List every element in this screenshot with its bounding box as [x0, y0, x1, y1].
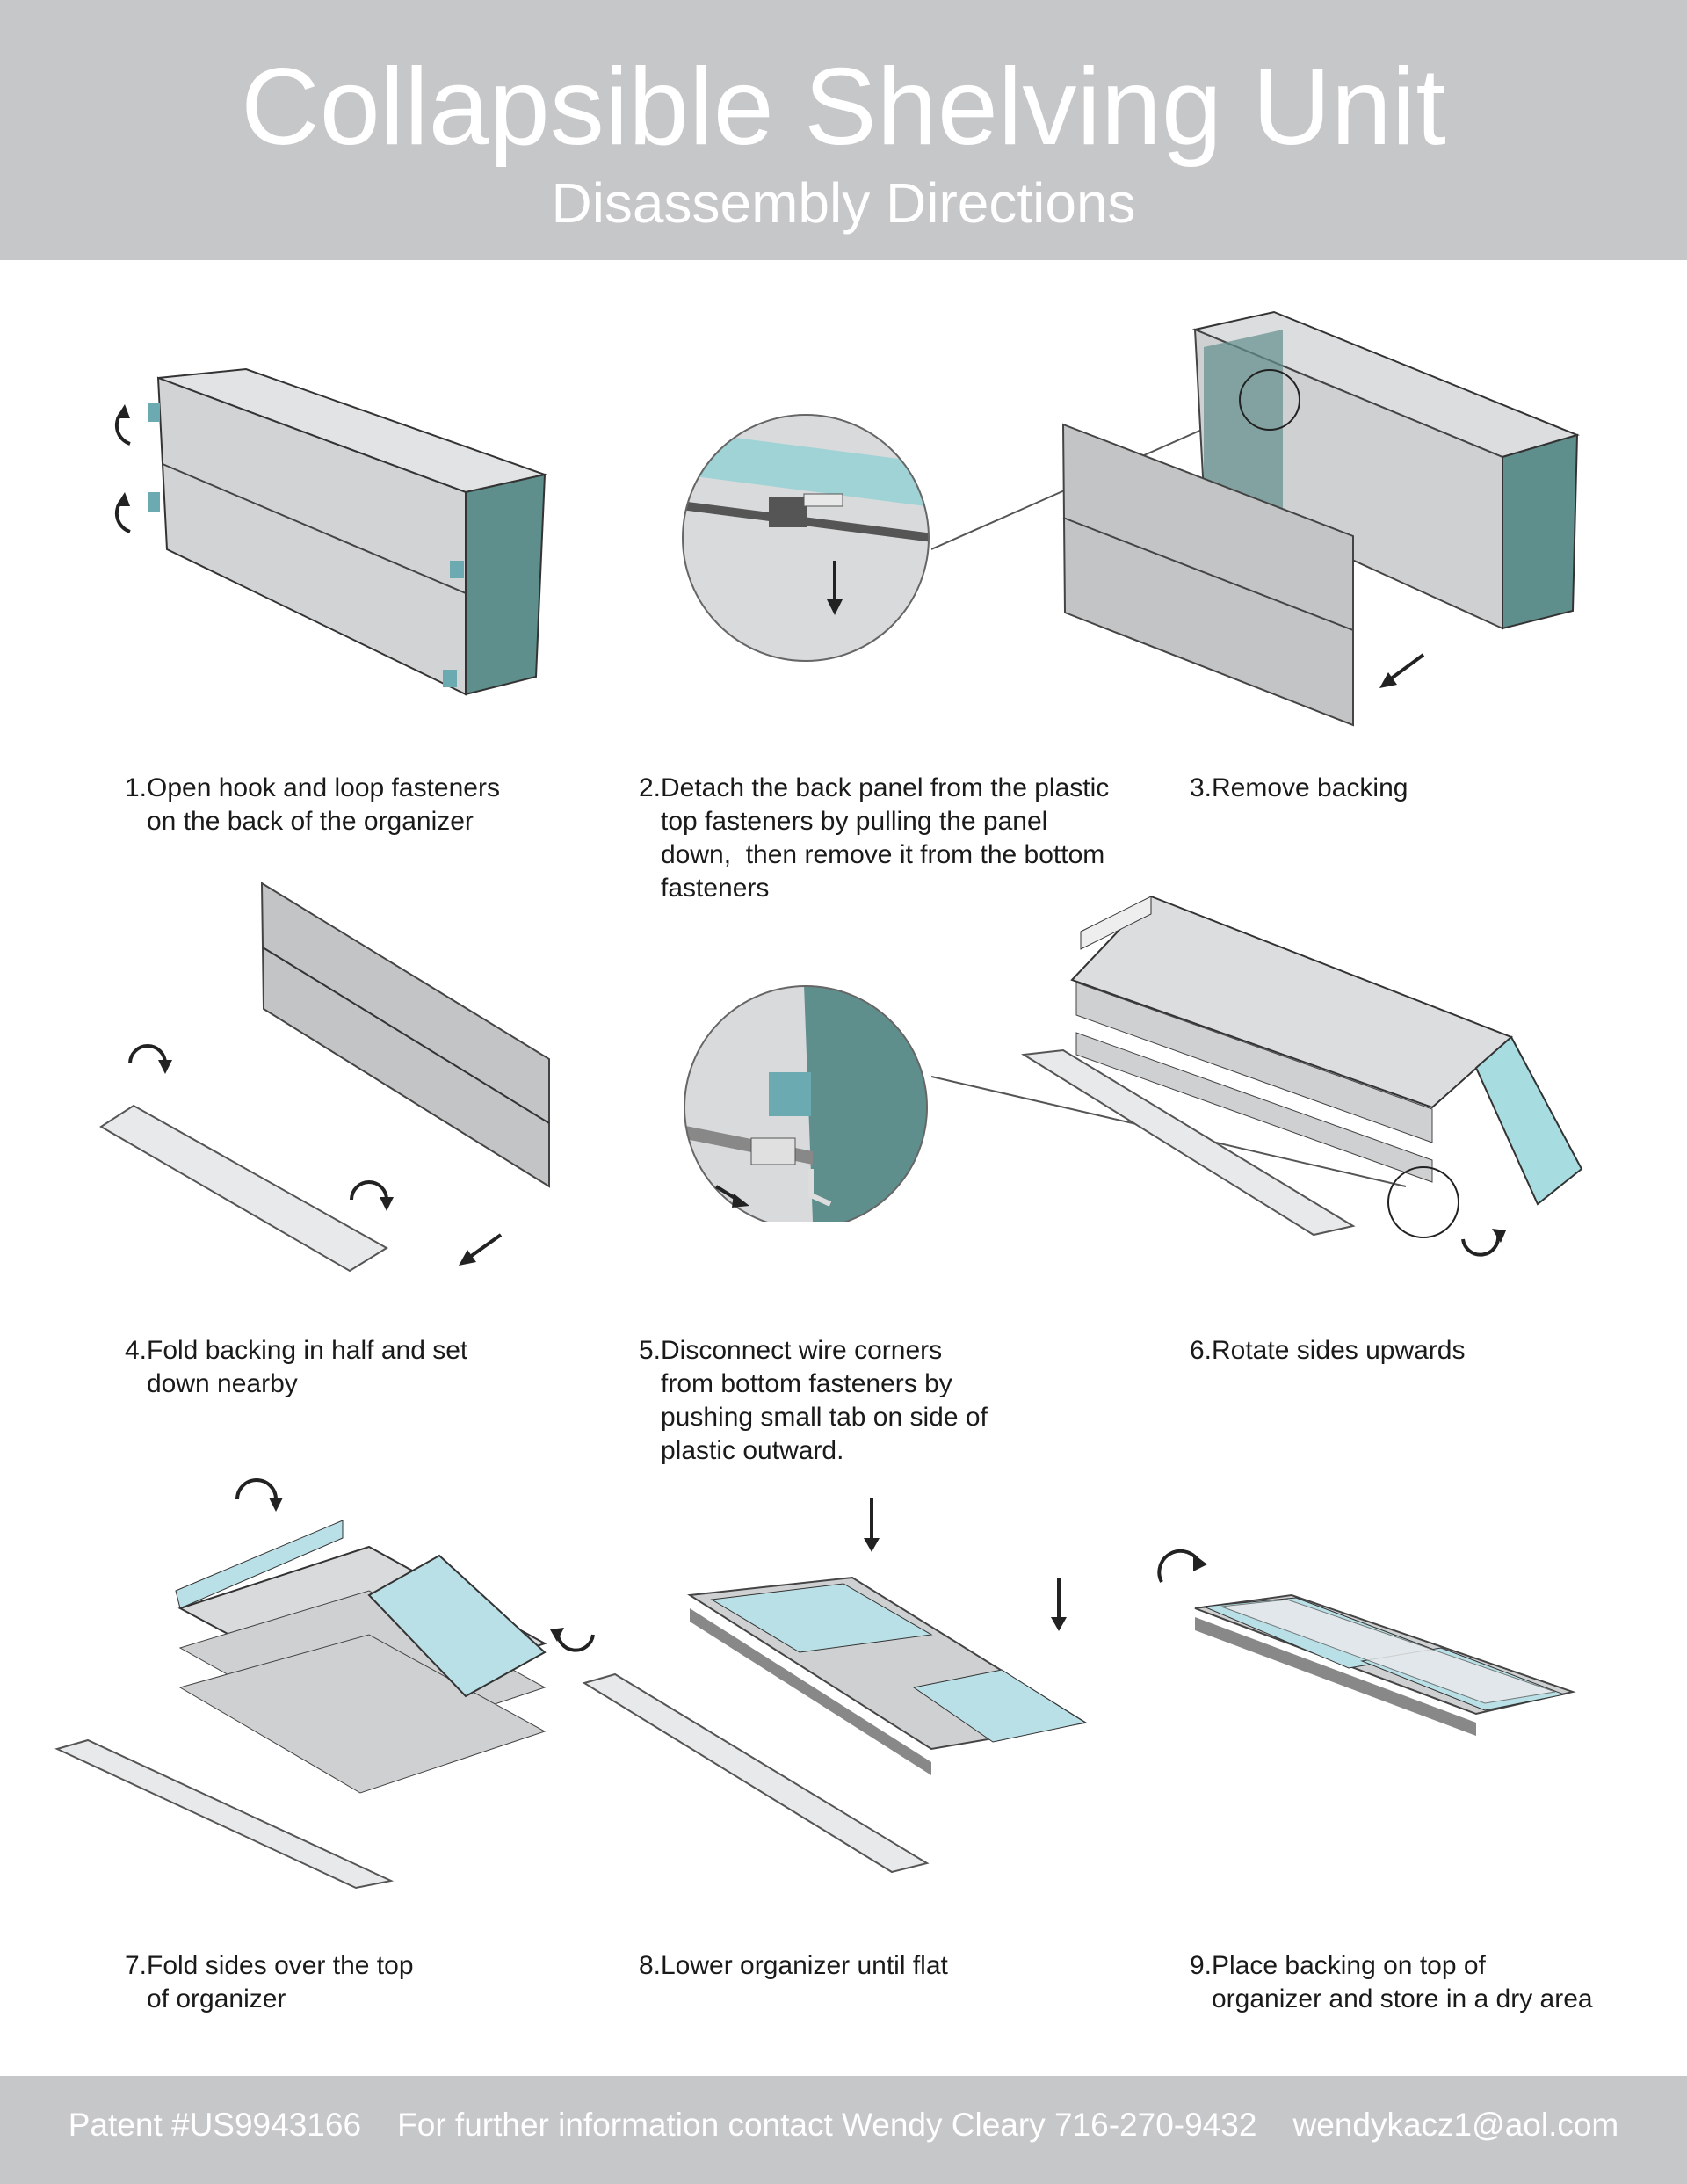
step-6-number: 6.	[1189, 1336, 1212, 1365]
page-subtitle: Disassembly Directions	[551, 171, 1136, 235]
step-4-illustration	[99, 882, 550, 1273]
step-8-number: 8.	[638, 1951, 661, 1980]
step-8: 8. Lower organizer until flat	[631, 1949, 1070, 1984]
step-5-illustration	[684, 985, 928, 1222]
step-6: 6. Rotate sides upwards	[1182, 1334, 1533, 1369]
step-1-text: Open hook and loop fasteners on the back…	[147, 773, 500, 836]
header-band: Collapsible Shelving Unit Disassembly Di…	[0, 0, 1687, 260]
step-1: 1. Open hook and loop fasteners on the b…	[117, 772, 556, 842]
footer-band: Patent #US9943166 For further informatio…	[0, 2076, 1687, 2184]
step-1-illustration	[114, 367, 548, 696]
step-2: 2. Detach the back panel from the plasti…	[631, 772, 1158, 912]
step-7-number: 7.	[124, 1951, 147, 1980]
step-3-text: Remove backing	[1212, 773, 1408, 802]
step-4: 4. Fold backing in half and set down nea…	[117, 1334, 556, 1404]
step-2-number: 2.	[638, 773, 661, 802]
step-3-illustration	[931, 310, 1581, 727]
step-1-number: 1.	[124, 773, 147, 802]
step-5: 5. Disconnect wire corners from bottom f…	[631, 1334, 1070, 1475]
step-2-illustration	[682, 414, 930, 662]
step-9-text: Place backing on top of organizer and st…	[1212, 1951, 1593, 2013]
step-8-text: Lower organizer until flat	[661, 1951, 948, 1980]
footer-contact-text: Patent #US9943166 For further informatio…	[68, 2107, 1619, 2143]
page-title: Collapsible Shelving Unit	[241, 47, 1446, 168]
step-4-number: 4.	[124, 1336, 147, 1365]
step-8-illustration	[582, 1498, 1088, 1874]
step-5-number: 5.	[638, 1336, 661, 1365]
step-3-number: 3.	[1189, 773, 1212, 802]
step-3: 3. Remove backing	[1182, 772, 1533, 807]
step-9-illustration	[1157, 1549, 1576, 1736]
step-9-number: 9.	[1189, 1951, 1212, 1980]
step-5-text: Disconnect wire corners from bottom fast…	[661, 1336, 988, 1465]
step-4-text: Fold backing in half and set down nearby	[147, 1336, 468, 1398]
step-9: 9. Place backing on top of organizer and…	[1182, 1949, 1656, 2020]
step-7-illustration	[54, 1478, 595, 1890]
step-7-text: Fold sides over the top of organizer	[147, 1951, 414, 2013]
step-6-illustration	[931, 895, 1583, 1257]
step-7: 7. Fold sides over the top of organizer	[117, 1949, 556, 2020]
step-6-text: Rotate sides upwards	[1212, 1336, 1466, 1365]
step-2-text: Detach the back panel from the plastic t…	[661, 773, 1110, 903]
